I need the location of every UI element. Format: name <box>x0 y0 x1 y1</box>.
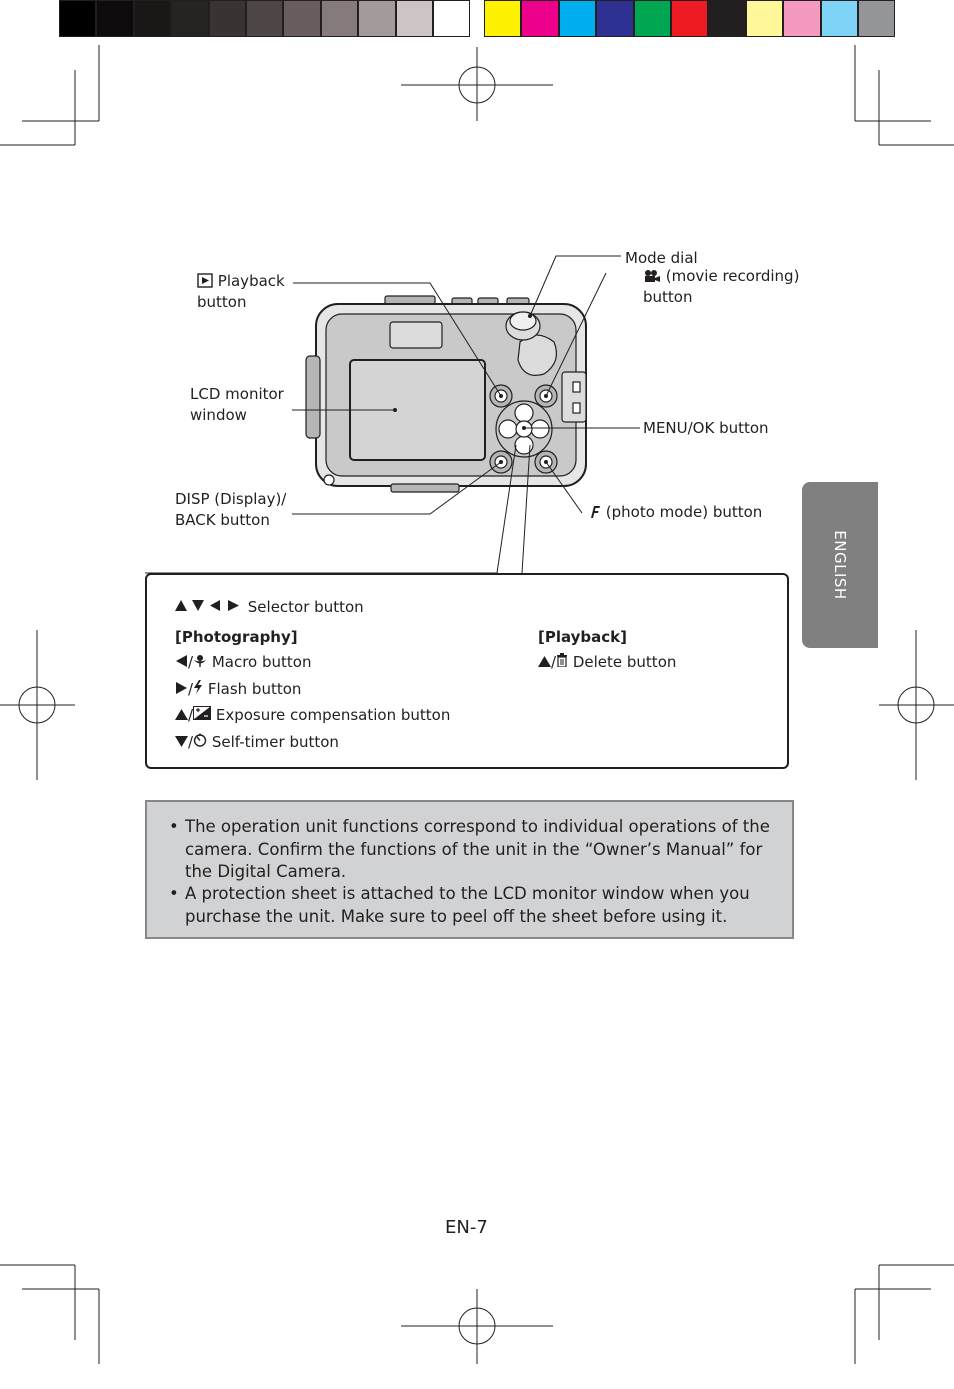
exposure-compensation-row: / Exposure compensation button <box>175 705 450 725</box>
color-swatch <box>820 0 858 37</box>
color-swatch <box>670 0 709 37</box>
flash-button-row: / Flash button <box>175 679 301 699</box>
down-arrow-icon <box>175 736 188 747</box>
note-item: • The operation unit functions correspon… <box>169 817 770 881</box>
registration-target-top <box>401 47 553 121</box>
movie-camera-icon <box>645 270 660 282</box>
play-icon <box>197 273 213 288</box>
self-timer-icon <box>193 733 207 747</box>
photo-mode-button-label: (photo mode) button <box>587 502 762 523</box>
bullet: • <box>169 817 179 836</box>
f-mode-icon <box>591 506 600 518</box>
note-item: • A protection sheet is attached to the … <box>169 884 750 926</box>
up-arrow-icon <box>175 709 188 720</box>
bullet: • <box>169 884 179 903</box>
lcd-monitor-window-label: LCD monitor window <box>190 385 284 424</box>
gray-swatch <box>171 0 209 37</box>
up-arrow-icon <box>538 656 551 667</box>
gray-swatch <box>59 0 97 37</box>
page-number: EN-7 <box>445 1217 488 1238</box>
language-tab-label: ENGLISH <box>831 530 849 600</box>
gray-swatch <box>208 0 246 37</box>
gray-swatch <box>133 0 172 37</box>
gray-swatch <box>395 0 433 37</box>
gray-swatch <box>320 0 359 37</box>
delete-button-row: / Delete button <box>538 652 676 672</box>
self-timer-row: / Self-timer button <box>175 732 339 752</box>
color-swatch <box>558 0 597 37</box>
color-swatch <box>857 0 896 37</box>
camera-back-illustration <box>305 295 587 493</box>
color-swatch <box>596 0 634 37</box>
color-swatch <box>708 0 746 37</box>
right-arrow-icon <box>176 682 187 694</box>
menu-ok-button-label: MENU/OK button <box>643 419 769 437</box>
gray-swatch <box>432 0 471 37</box>
macro-flower-icon <box>194 655 207 667</box>
trash-icon <box>557 653 568 668</box>
selector-title: Selector button <box>175 597 364 617</box>
playback-heading: [Playback] <box>538 628 628 646</box>
color-swatch <box>484 0 522 37</box>
macro-button-row: / Macro button <box>175 652 311 672</box>
disp-back-button-label: DISP (Display)/ BACK button <box>175 490 287 529</box>
gray-swatch <box>358 0 396 37</box>
exposure-compensation-icon <box>193 706 212 720</box>
gray-swatch <box>245 0 284 37</box>
selector-button-panel: Selector button [Photography] [Playback]… <box>145 573 789 769</box>
playback-button-label: Playback button <box>197 272 285 311</box>
gray-swatch <box>283 0 321 37</box>
registration-target-left <box>0 630 75 780</box>
registration-target-right <box>879 630 954 780</box>
flash-icon <box>194 680 203 694</box>
color-swatch <box>633 0 671 37</box>
photography-heading: [Photography] <box>175 628 298 646</box>
left-arrow-icon <box>176 655 187 667</box>
arrow-keys-icon <box>175 600 239 611</box>
color-calibration-bar <box>484 0 896 40</box>
language-side-tab: ENGLISH <box>802 482 878 648</box>
color-swatch <box>745 0 784 37</box>
notes-panel: • The operation unit functions correspon… <box>145 800 794 939</box>
color-swatch <box>783 0 821 37</box>
registration-target-bottom <box>401 1289 553 1364</box>
gray-swatch <box>96 0 134 37</box>
movie-recording-button-label: (movie recording) button <box>643 267 800 306</box>
grayscale-calibration-bar <box>59 0 471 40</box>
mode-dial-label: Mode dial <box>625 249 698 267</box>
color-swatch <box>521 0 559 37</box>
